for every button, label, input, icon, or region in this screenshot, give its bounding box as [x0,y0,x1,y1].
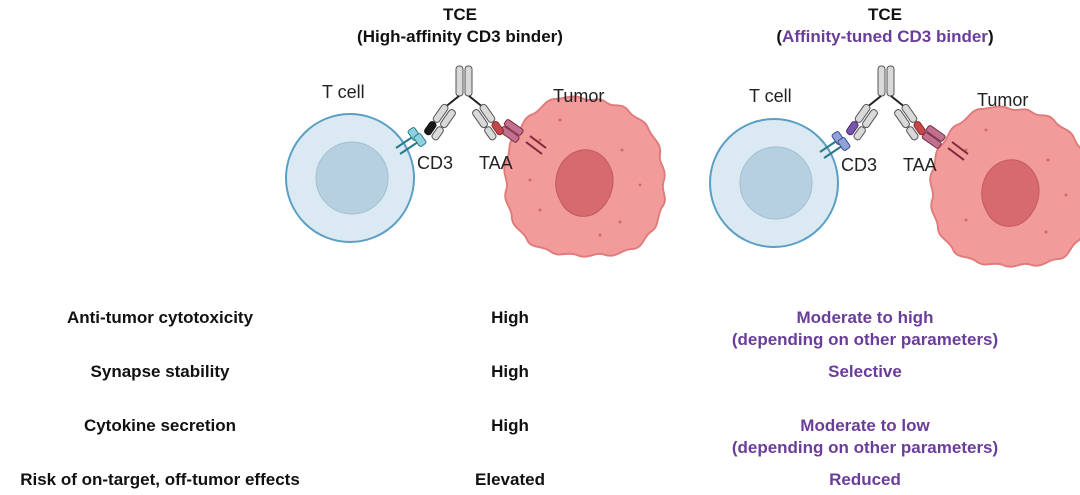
panel-2-header: TCE (Affinity-tuned CD3 binder) [735,4,1035,48]
row-label: Synapse stability [90,362,230,381]
panel-1-title: TCE [443,5,477,24]
taa-antigen [921,125,969,161]
panel-2-subtitle-line: (Affinity-tuned CD3 binder) [735,26,1035,48]
antibody-high-affinity [424,65,504,141]
row-label: Anti-tumor cytotoxicity [66,308,254,327]
tuned-value: Reduced [829,470,901,489]
panel-1-header: TCE (High-affinity CD3 binder) [310,4,610,48]
high-affinity-value: Elevated [475,470,545,489]
cd3-label: CD3 [841,155,878,175]
taa-antigen [499,119,547,155]
tcell-label: T cell [322,82,365,102]
panel-high-affinity [285,65,666,258]
high-affinity-value: High [491,416,529,435]
taa-label: TAA [903,155,937,175]
tuned-value: Moderate to low (depending on other para… [700,415,1030,459]
tuned-value: Moderate to high (depending on other par… [700,307,1030,351]
tuned-value-line2: (depending on other parameters) [731,438,999,457]
tce-diagram [285,65,1080,268]
cd3-label: CD3 [417,153,454,173]
tumor-cell [929,105,1080,268]
tumor-label: Tumor [977,90,1029,110]
row-label: Cytokine secretion [83,416,237,435]
high-affinity-value: High [491,308,529,327]
t-cell [285,113,415,243]
high-affinity-value: High [491,362,529,381]
tuned-value-line2: (depending on other parameters) [731,330,999,349]
panel-affinity-tuned [709,65,1080,268]
row-label: Risk of on-target, off-tumor effects [20,470,300,489]
tcell-label: T cell [749,86,792,106]
paren-open: ( [776,27,783,46]
t-cell [709,118,839,248]
cd3-receptor [395,127,427,155]
paren-close: ) [987,27,994,46]
tuned-value: Selective [828,362,902,381]
taa-label: TAA [479,153,513,173]
tumor-cell [503,95,666,258]
cd3-receptor [819,131,851,159]
tuned-value-line1: Moderate to high [796,308,934,327]
panel-2-subtitle: Affinity-tuned CD3 binder [782,27,988,46]
tuned-value-line1: Moderate to low [800,416,930,435]
panel-1-subtitle: (High-affinity CD3 binder) [357,27,563,46]
antibody-affinity-tuned [846,65,926,141]
panel-2-title: TCE [868,5,902,24]
tumor-label: Tumor [553,86,605,106]
